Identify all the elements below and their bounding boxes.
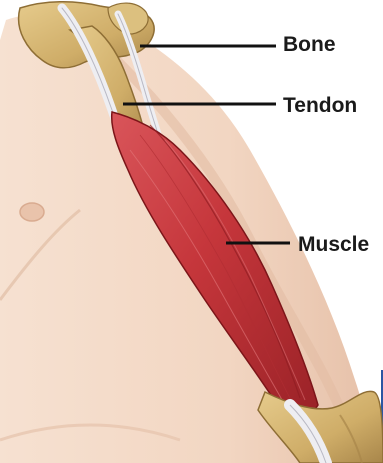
muscle-label: Muscle xyxy=(298,234,369,255)
nipple xyxy=(20,203,44,221)
tendon-label: Tendon xyxy=(283,95,357,116)
bone-label: Bone xyxy=(283,34,336,55)
